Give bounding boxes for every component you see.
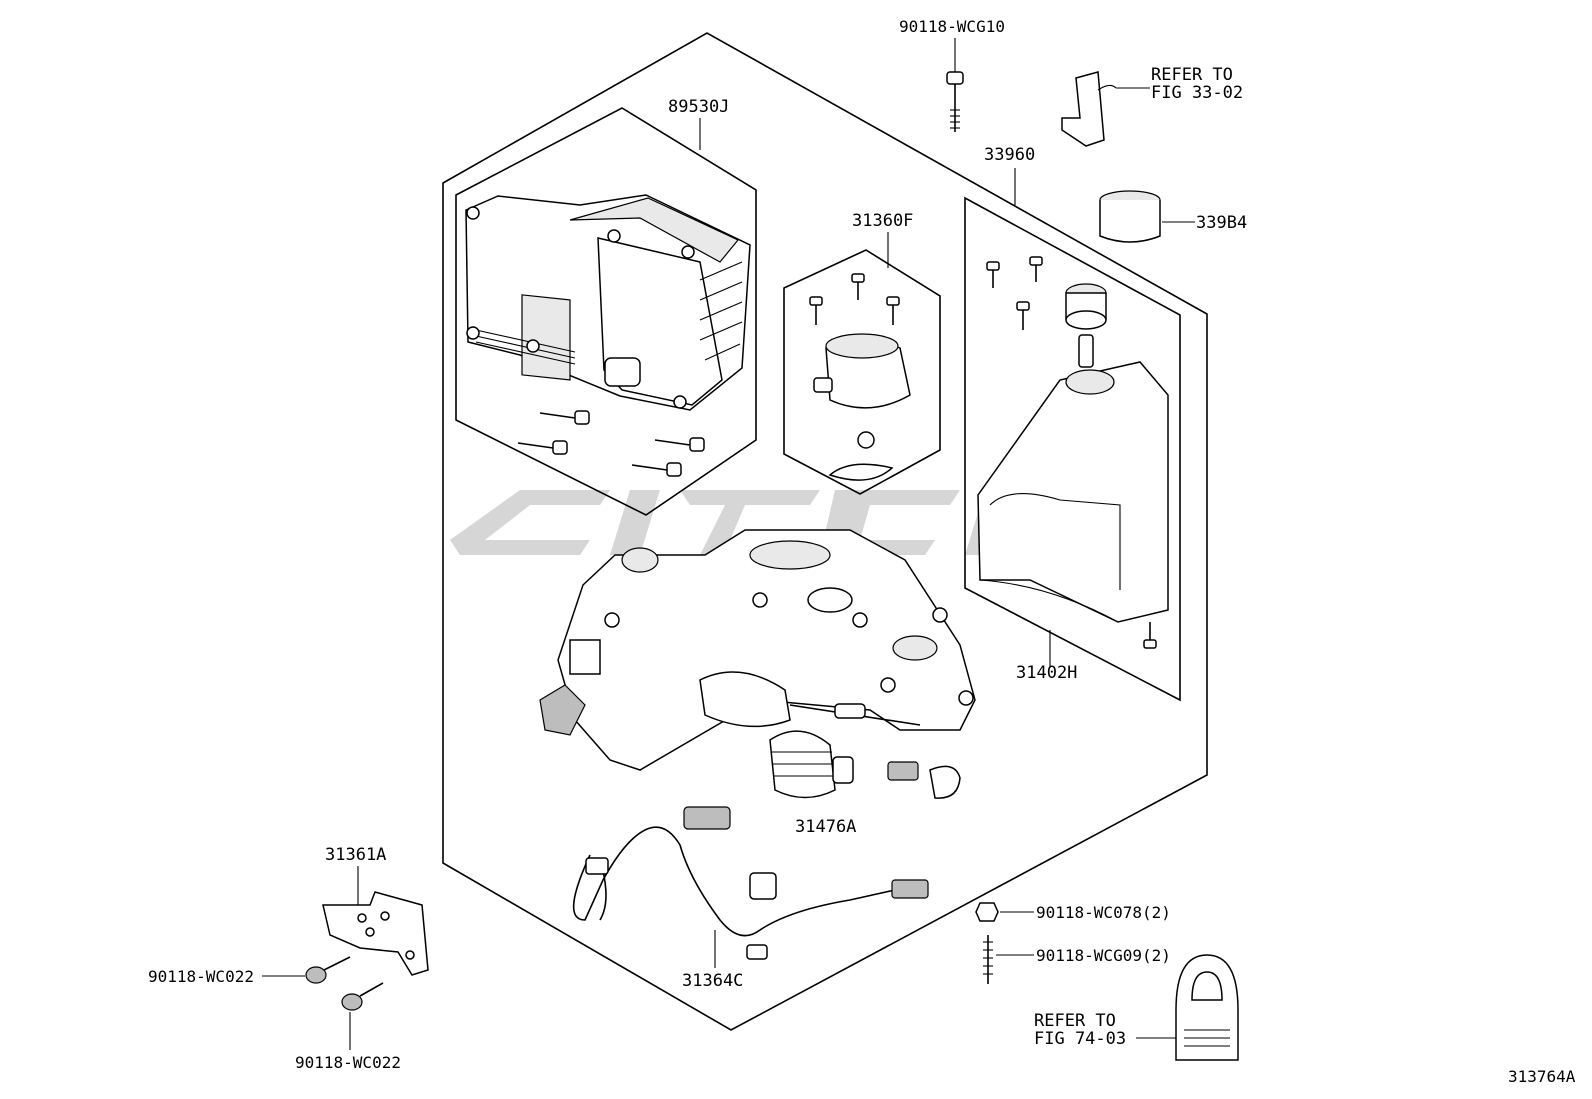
label-90118-wc022-a: 90118-WC022	[148, 967, 254, 986]
motor-group: 31360F	[783, 211, 941, 495]
label-90118-wc078: 90118-WC078(2)	[1036, 903, 1171, 922]
diagram-id: 313764A	[1508, 1067, 1576, 1086]
reservoir-frame	[964, 196, 1181, 702]
motor-screws	[809, 273, 900, 325]
control-unit-group: 89530J	[455, 97, 757, 516]
label-refer-33-line1: REFER TO	[1151, 65, 1233, 85]
reservoir-screws	[986, 256, 1157, 649]
boot-group: 31476A	[769, 730, 961, 837]
nut-stud-group: 90118-WC078(2) 90118-WCG09(2)	[975, 902, 1171, 984]
reservoir-group: 33960	[964, 145, 1181, 702]
wire-harness-group: 31364C	[572, 806, 929, 991]
motor-frame	[783, 249, 941, 495]
label-31360f: 31360F	[852, 211, 913, 231]
bracket-31361a-group: 31361A 90118-WC022 90118-WC022	[148, 845, 429, 1072]
cap-339b4-group: 339B4	[1099, 190, 1247, 243]
label-31402h: 31402H	[1016, 663, 1077, 683]
label-refer-74-line1: REFER TO	[1034, 1011, 1116, 1031]
control-unit-frame	[455, 107, 757, 516]
label-refer-74-line2: FIG 74-03	[1034, 1029, 1126, 1049]
label-31476a: 31476A	[795, 817, 856, 837]
label-31364c: 31364C	[682, 971, 743, 991]
label-90118-wc022-b: 90118-WC022	[295, 1053, 401, 1072]
label-339b4: 339B4	[1196, 213, 1247, 233]
label-90118-wcg09: 90118-WCG09(2)	[1036, 946, 1171, 965]
bracket-refer-33-group: REFER TO FIG 33-02	[1061, 65, 1243, 147]
label-refer-33-line2: FIG 33-02	[1151, 83, 1243, 103]
control-unit-screws	[517, 410, 705, 477]
main-assembly-frame	[442, 32, 1208, 1031]
pump-body	[539, 529, 976, 771]
label-90118-wcg10: 90118-WCG10	[899, 17, 1005, 36]
label-33960: 33960	[984, 145, 1035, 165]
caution-tag-group: REFER TO FIG 74-03	[1034, 954, 1239, 1061]
label-89530j: 89530J	[668, 97, 729, 117]
reservoir-cap	[1065, 283, 1107, 368]
label-31361a: 31361A	[325, 845, 386, 865]
bolt-wcg10-group: 90118-WCG10	[899, 17, 1005, 132]
